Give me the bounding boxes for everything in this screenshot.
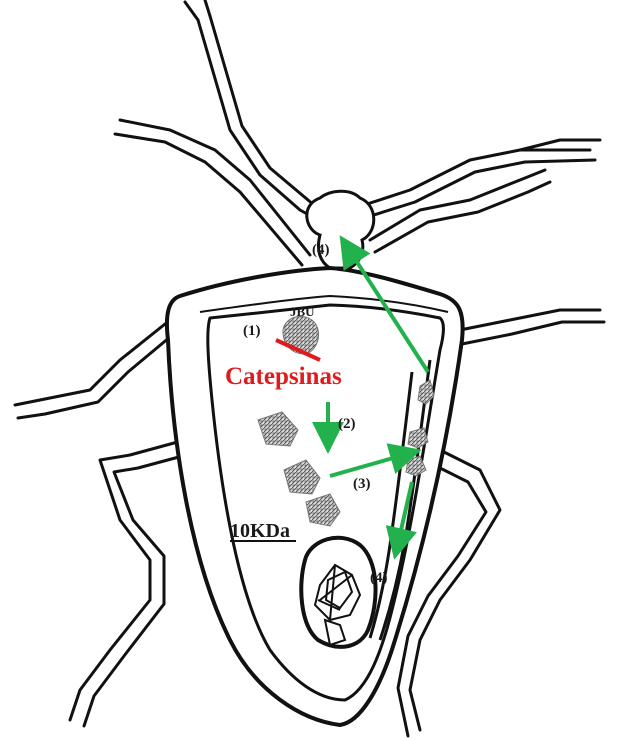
- label-step-3: (3): [353, 476, 371, 492]
- label-step-4-bottom: (4): [370, 570, 388, 586]
- label-step-4-top: (4): [312, 242, 330, 258]
- hindgut: [301, 538, 375, 647]
- label-jbu: JBU: [290, 304, 315, 319]
- label-peptide-10kda: 10KDa: [230, 520, 290, 542]
- label-step-2: (2): [338, 416, 356, 432]
- label-step-1: (1): [243, 323, 261, 339]
- label-cathepsins: Catepsinas: [225, 363, 342, 390]
